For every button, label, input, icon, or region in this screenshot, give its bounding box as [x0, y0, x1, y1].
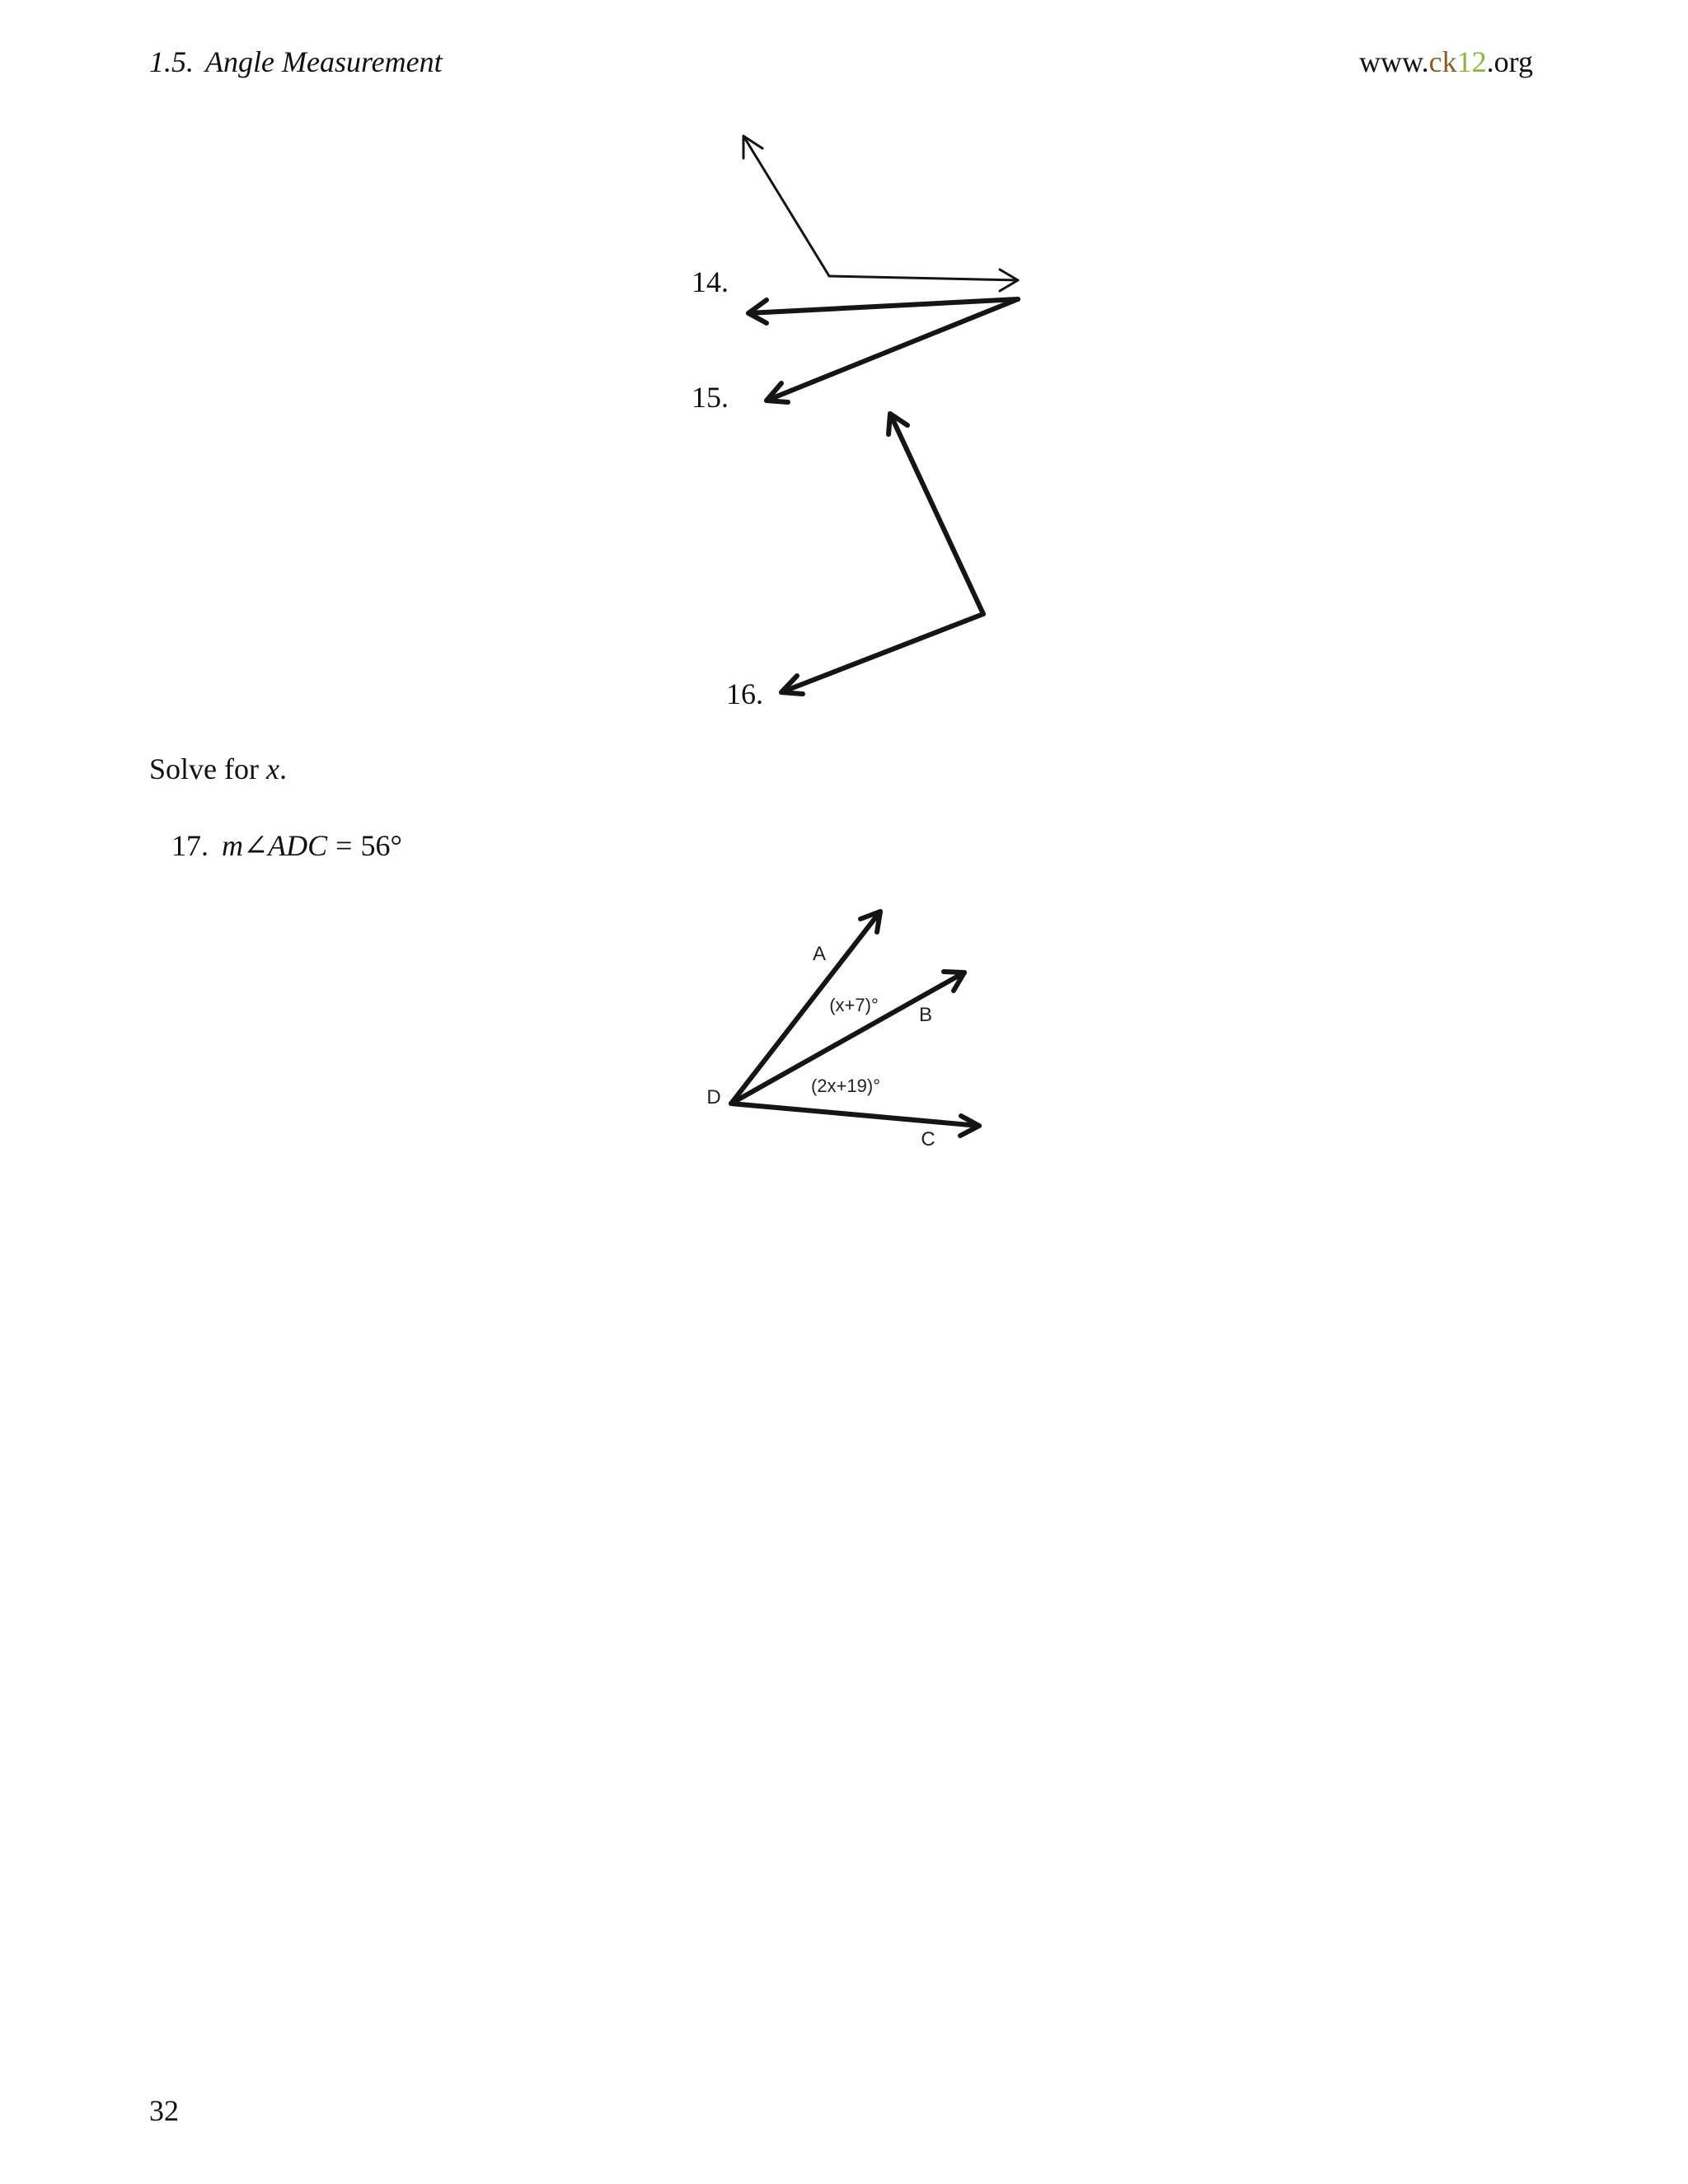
site-url-prefix: www. [1359, 45, 1429, 78]
point-b-label: B [919, 1004, 932, 1026]
site-url-12: 12 [1456, 45, 1487, 78]
problem-15-label: 15. [692, 381, 729, 414]
problem-17: 17. m∠ADC=56° [171, 828, 402, 863]
angle-16-ray-2 [779, 612, 986, 695]
ray-db-arrowhead [941, 969, 967, 993]
angle-adc-figure: A B C D (x+7)° (2x+19)° [692, 894, 1006, 1166]
angles-figure-14-16: 14. 15. 16. [676, 124, 1039, 725]
ray-db [729, 970, 967, 1106]
angle-14-arrowhead-2 [998, 268, 1020, 293]
solve-instruction-period: . [279, 752, 287, 785]
angle-14-ray-1 [742, 134, 831, 278]
section-number: 1.5. [149, 45, 194, 78]
site-url-ck: ck [1428, 45, 1457, 78]
ray-da [729, 909, 883, 1106]
point-c-label: C [921, 1128, 935, 1151]
solve-instruction: Solve for x. [149, 752, 287, 786]
problem-17-number: 17. [171, 829, 209, 862]
ray-dc [729, 1101, 982, 1128]
angles-diagram: 14. 15. 16. [692, 134, 1020, 710]
angle-adb-expression: (x+7)° [829, 995, 879, 1015]
site-url-suffix: .org [1486, 45, 1533, 78]
point-a-label: A [813, 943, 826, 965]
angle-15 [746, 297, 1020, 405]
angle-15-ray-1 [746, 297, 1020, 316]
angle-16-arrowhead-2 [779, 673, 805, 696]
angle-14-arrowhead-1 [742, 134, 764, 160]
angle-16-ray-1 [888, 411, 986, 616]
angle-16-arrowhead-1 [886, 411, 910, 437]
angle-adc-diagram: A B C D (x+7)° (2x+19)° [706, 909, 982, 1151]
ray-dc-arrowhead [958, 1113, 982, 1138]
angle-16 [779, 411, 986, 696]
point-d-label: D [706, 1086, 720, 1108]
problem-14-label: 14. [692, 265, 729, 298]
angle-15-arrowhead-1 [746, 298, 769, 326]
problem-17-operator: = [335, 829, 353, 862]
problem-17-rhs: 56° [360, 829, 402, 862]
solve-variable: x [265, 752, 279, 785]
problem-16-label: 16. [726, 677, 763, 710]
solve-instruction-text: Solve for [149, 752, 266, 785]
angle-bdc-expression: (2x+19)° [811, 1076, 880, 1096]
angle-15-arrowhead-2 [764, 381, 790, 405]
running-header-section: 1.5. Angle Measurement [149, 45, 443, 79]
angle-14 [742, 134, 1020, 293]
angle-15-ray-2 [764, 297, 1020, 403]
site-url[interactable]: www.ck12.org [1359, 45, 1533, 79]
section-title: Angle Measurement [205, 45, 443, 78]
problem-17-lhs: m∠ADC [222, 829, 328, 862]
ray-da-arrowhead [858, 909, 883, 935]
angle-14-ray-2 [828, 274, 1020, 282]
page-number: 32 [149, 2094, 179, 2127]
